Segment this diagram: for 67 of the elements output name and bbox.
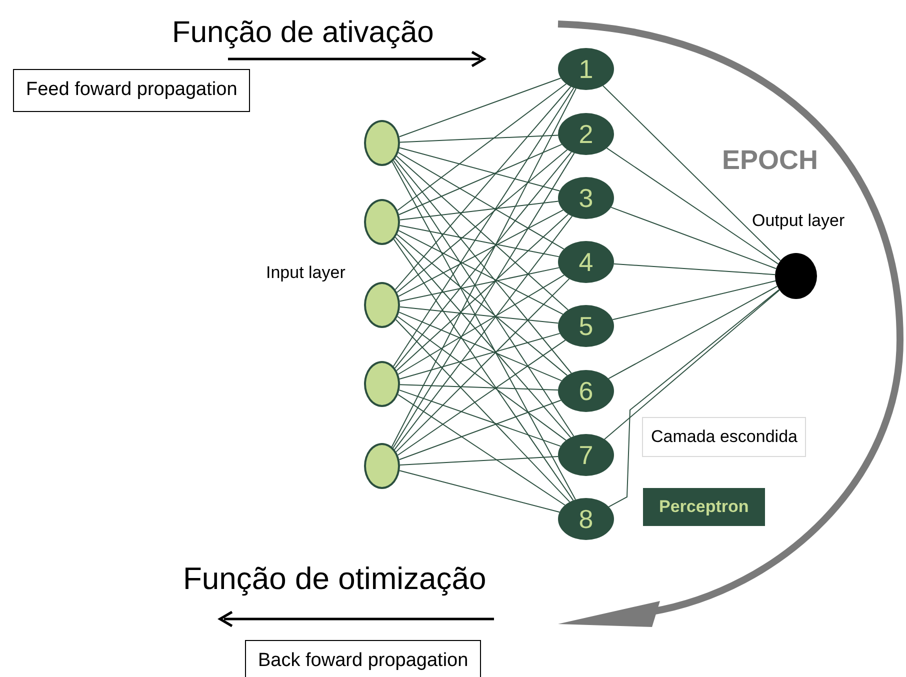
connection-line (399, 147, 560, 192)
layer-label: Input layer (266, 262, 346, 284)
connection-line (396, 234, 568, 376)
hidden-neuron: 8 (558, 498, 614, 540)
connection-line (612, 280, 776, 320)
epoch-label: EPOCH (722, 144, 818, 177)
input-neuron (364, 443, 400, 489)
connection-line (397, 83, 567, 211)
hidden-neuron: 4 (558, 241, 614, 283)
heading: Função de otimização (183, 560, 486, 598)
connection-line (399, 470, 560, 513)
hidden-neuron: 7 (558, 434, 614, 476)
connection-line (398, 144, 562, 216)
hidden-neuron: 6 (558, 370, 614, 412)
connection-line (604, 290, 780, 440)
connection-line (610, 206, 777, 270)
connection-line (396, 214, 569, 372)
connection-line (399, 200, 559, 220)
output-neuron (775, 253, 817, 299)
connection-line (398, 312, 562, 382)
hidden-neuron: 2 (558, 113, 614, 155)
connection-line (399, 225, 560, 258)
text-box: Perceptron (643, 488, 765, 526)
input-neuron (364, 120, 400, 166)
connection-line (399, 332, 560, 380)
connection-line (395, 319, 570, 502)
connection-line (399, 267, 560, 302)
connection-line (391, 88, 576, 448)
input-neuron (364, 361, 400, 407)
connection-line (392, 161, 576, 500)
connection-line (392, 87, 574, 367)
connection-line (396, 278, 570, 452)
connection-line (396, 156, 569, 310)
connection-line (398, 78, 562, 138)
connection-line (397, 316, 566, 441)
connection-line (394, 86, 572, 290)
connection-line (396, 149, 568, 293)
connection-line (608, 286, 778, 380)
connection-line (398, 230, 564, 315)
connection-line (398, 274, 565, 375)
connection-line (608, 289, 780, 508)
hidden-neuron: 1 (558, 48, 614, 90)
connection-line (398, 210, 564, 297)
heading: Função de ativação (172, 15, 434, 51)
connection-line (606, 148, 779, 264)
connection-line (613, 263, 776, 276)
connection-line (397, 394, 566, 506)
text-box: Feed foward propagation (13, 69, 250, 112)
connection-line (399, 306, 559, 324)
connection-line (602, 85, 781, 262)
connection-line (398, 152, 564, 250)
text-box: Camada escondida (642, 417, 806, 456)
hidden-neuron: 3 (558, 177, 614, 219)
connection-line (400, 134, 559, 143)
connection-line (394, 216, 573, 450)
layer-label: Output layer (752, 210, 845, 232)
connection-line (400, 384, 559, 391)
text-box: Back foward propagation (245, 640, 482, 677)
connection-line (393, 238, 574, 501)
connection-line (394, 236, 572, 438)
input-neuron (364, 282, 400, 328)
input-neuron (364, 199, 400, 245)
connection-line (398, 400, 562, 460)
hidden-neuron: 5 (558, 305, 614, 347)
connection-line (397, 340, 566, 456)
connection-line (398, 390, 562, 447)
connection-line (399, 456, 559, 466)
